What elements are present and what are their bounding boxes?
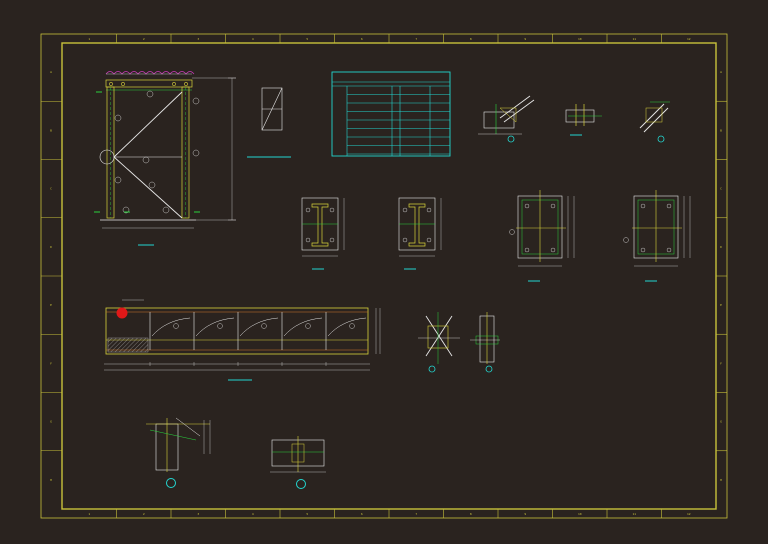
red-marker <box>116 307 128 319</box>
zone-label-left: F <box>50 361 52 365</box>
view-support-detail-1 <box>146 417 211 488</box>
zone-label-left: D <box>50 245 52 249</box>
zone-label-top: 7 <box>415 37 417 41</box>
zone-label-top: 5 <box>306 37 308 41</box>
view-support-detail-2 <box>270 436 326 489</box>
zone-label-top: 9 <box>524 37 526 41</box>
sheet-frame <box>40 33 728 519</box>
zone-label-top: 3 <box>197 37 199 41</box>
truss-outline <box>105 307 369 355</box>
zone-label-bottom: 10 <box>578 512 582 516</box>
callout-circle <box>349 323 355 329</box>
zone-label-left: A <box>50 70 52 74</box>
zone-label-right: F <box>720 361 722 365</box>
view-frame-elevation <box>94 71 236 246</box>
zone-label-bottom: 7 <box>415 512 417 516</box>
zone-label-right: A <box>720 70 722 74</box>
zone-label-bottom: 6 <box>361 512 363 516</box>
zone-label-top: 1 <box>88 37 90 41</box>
zone-label-left: C <box>50 187 52 191</box>
zone-label-left: E <box>50 303 52 307</box>
gusset-marker <box>99 149 115 165</box>
zone-label-right: B <box>720 128 722 132</box>
view-column-section-2 <box>398 197 442 270</box>
table-outline <box>331 71 451 157</box>
zone-label-bottom: 8 <box>470 512 472 516</box>
zone-label-bottom: 9 <box>524 512 526 516</box>
border-zone-ticks <box>41 34 727 518</box>
truss-curve <box>195 317 235 337</box>
outer-border <box>40 33 728 519</box>
hatched-panel <box>107 337 149 353</box>
callout-circle <box>261 323 267 329</box>
zone-label-right: E <box>720 303 722 307</box>
view-base-plate-1 <box>509 190 575 282</box>
truss-curve <box>327 317 367 337</box>
view-long-truss-elevation <box>104 299 381 381</box>
callout-circle <box>305 323 311 329</box>
brace-lower <box>113 156 183 219</box>
zone-label-top: 11 <box>632 37 636 41</box>
zone-label-bottom: 3 <box>197 512 199 516</box>
view-node-detail-2 <box>565 104 602 136</box>
zone-label-right: H <box>720 478 722 482</box>
view-joint-detail-2 <box>470 312 500 373</box>
truss-curve <box>283 317 323 337</box>
zone-label-top: 8 <box>470 37 472 41</box>
zone-label-right: D <box>720 245 722 249</box>
callout-circle <box>217 323 223 329</box>
zone-label-bottom: 2 <box>143 512 145 516</box>
zone-label-right: G <box>720 420 722 424</box>
view-node-detail-3 <box>639 101 670 143</box>
view-base-plate-2 <box>623 190 691 282</box>
view-column-section-1 <box>301 197 345 270</box>
zone-label-bottom: 1 <box>88 512 90 516</box>
zone-label-right: C <box>720 187 722 191</box>
zone-label-bottom: 4 <box>252 512 254 516</box>
zone-label-left: G <box>50 420 52 424</box>
revision-cloud <box>105 71 195 75</box>
zone-label-top: 4 <box>252 37 254 41</box>
zone-label-bottom: 5 <box>306 512 308 516</box>
zone-label-top: 6 <box>361 37 363 41</box>
truss-curve <box>239 317 279 337</box>
zone-label-top: 12 <box>687 37 691 41</box>
zone-label-bottom: 12 <box>687 512 691 516</box>
top-beam <box>105 79 193 88</box>
truss-curve <box>151 317 191 337</box>
view-title-table <box>331 71 451 157</box>
zone-label-bottom: 11 <box>632 512 636 516</box>
zone-label-top: 2 <box>143 37 145 41</box>
brace-upper <box>113 91 183 158</box>
zone-label-top: 10 <box>578 37 582 41</box>
zone-label-left: H <box>50 478 52 482</box>
zone-label-left: B <box>50 128 52 132</box>
callout-circle <box>173 323 179 329</box>
view-joint-detail-1 <box>418 312 460 373</box>
view-small-bracing-sketch <box>247 87 291 158</box>
view-node-detail-1 <box>478 95 535 143</box>
